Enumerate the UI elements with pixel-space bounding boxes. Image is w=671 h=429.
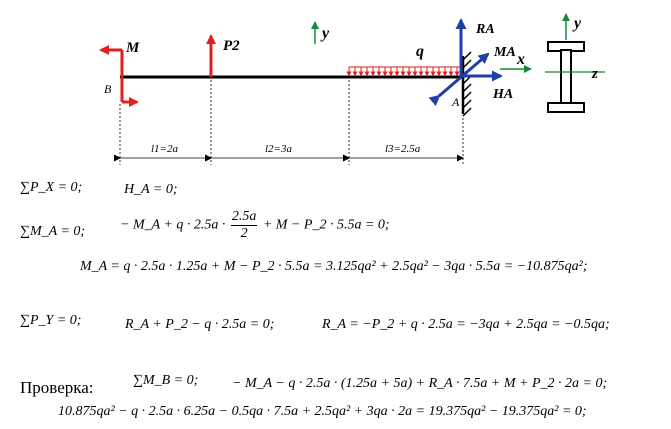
moment-ma-arrow bbox=[428, 52, 490, 107]
eq-ha: H_A = 0; bbox=[124, 182, 178, 197]
eq-ra: R_A + P_2 − q · 2.5a = 0; bbox=[125, 317, 275, 332]
fraction-2-5a-over-2: 2.5a 2 bbox=[230, 209, 258, 241]
eq-sum-py: ∑P_Y = 0; bbox=[20, 313, 82, 328]
label-b: B bbox=[104, 82, 112, 96]
i-beam-section-icon bbox=[547, 41, 585, 113]
eq-mb-numeric: 10.875qa² − q · 2.5a · 6.25a − 0.5qa · 7… bbox=[58, 404, 587, 419]
label-q: q bbox=[416, 43, 424, 60]
check-label: Проверка: bbox=[20, 378, 94, 397]
label-ma: MA bbox=[493, 45, 516, 60]
label-ra: RA bbox=[475, 22, 495, 37]
label-p2: P2 bbox=[223, 38, 240, 54]
label-x: x bbox=[516, 51, 525, 68]
dimension-lines bbox=[114, 80, 464, 165]
label-y-section: y bbox=[572, 15, 582, 32]
dimension-l2: l2=3a bbox=[265, 143, 292, 155]
label-z: z bbox=[591, 66, 598, 82]
distributed-load-arrows-icon bbox=[346, 66, 460, 77]
label-a: A bbox=[451, 95, 460, 109]
label-m: M bbox=[125, 40, 140, 56]
label-ha: HA bbox=[492, 87, 513, 102]
moment-m-arrow bbox=[99, 45, 139, 107]
eq-mb: − M_A − q · 2.5a · (1.25a + 5a) + R_A · … bbox=[232, 376, 608, 391]
eq-sum-mb: ∑M_B = 0; bbox=[133, 373, 199, 388]
label-y-beam: y bbox=[320, 25, 330, 42]
eq-sum-px: ∑P_X = 0; bbox=[20, 180, 83, 195]
dimension-l3: l3=2.5a bbox=[385, 143, 421, 155]
fixed-support-hatch-icon bbox=[461, 51, 472, 117]
dimension-l1: l1=2a bbox=[151, 143, 178, 155]
beam-diagram: M B P2 y q bbox=[99, 13, 605, 165]
eq-ra-solution: R_A = −P_2 + q · 2.5a = −3qa + 2.5qa = −… bbox=[322, 317, 610, 332]
eq-ma-moments: − M_A + q · 2.5a · 2.5a 2 + M − P_2 · 5.… bbox=[120, 209, 390, 241]
eq-ma-solution: M_A = q · 2.5a · 1.25a + M − P_2 · 5.5a … bbox=[80, 259, 588, 274]
eq-sum-ma: ∑M_A = 0; bbox=[20, 224, 86, 239]
